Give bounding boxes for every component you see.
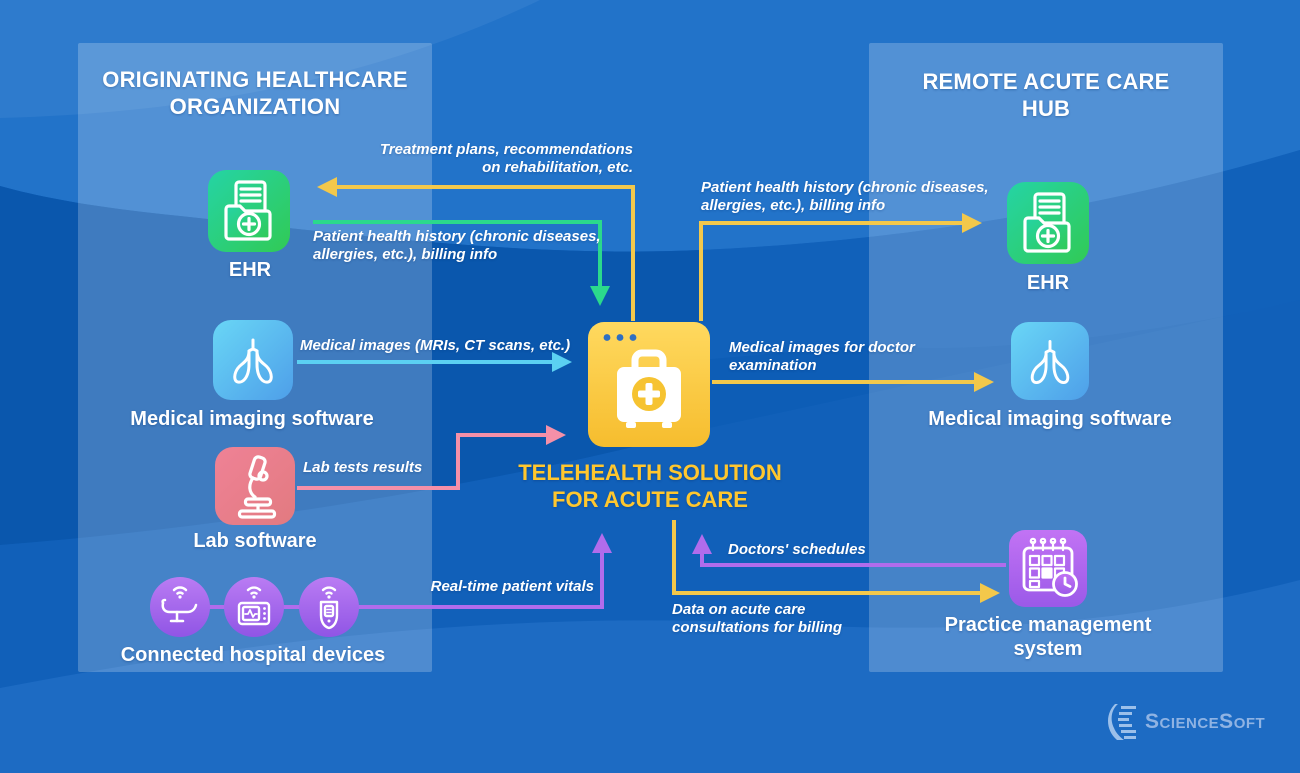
hospital-bed-icon	[150, 577, 210, 642]
ehr-left-label: EHR	[228, 259, 272, 281]
patient-monitor-icon	[224, 577, 284, 642]
ehr-remote-icon	[1007, 182, 1089, 269]
connected-devices-label: Connected hospital devices	[120, 644, 386, 666]
flow-label-patient-history-right: Patient health history (chronic diseases…	[701, 179, 989, 214]
arrow-treatment-plans	[317, 177, 635, 321]
arrow-billing-data	[672, 520, 1000, 603]
sciencesoft-logo: ScienceSoft	[1108, 703, 1265, 741]
practice-management-label: Practice management system	[944, 614, 1152, 660]
lab-software-icon	[215, 447, 295, 530]
sciencesoft-logo-icon	[1108, 704, 1136, 740]
ehr-right-label: EHR	[1026, 272, 1070, 294]
flow-label-doctors-schedules: Doctors' schedules	[728, 541, 866, 558]
pulse-oximeter-icon	[299, 577, 359, 642]
lab-software-label: Lab software	[193, 530, 317, 552]
medical-imaging-left-label: Medical imaging software	[130, 408, 374, 430]
right-panel-title: REMOTE ACUTE CARE HUB	[922, 69, 1170, 121]
flow-label-patient-history-left: Patient health history (chronic diseases…	[313, 228, 601, 263]
telehealth-title: TELEHEALTH SOLUTION FOR ACUTE CARE	[518, 460, 782, 512]
left-panel-title: ORIGINATING HEALTHCARE ORGANIZATION	[102, 67, 408, 119]
ehr-icon	[208, 170, 290, 257]
flow-label-medical-images-left: Medical images (MRIs, CT scans, etc.)	[300, 337, 571, 354]
arrow-doctors-schedules	[692, 534, 1006, 567]
medical-imaging-right-label: Medical imaging software	[928, 408, 1172, 430]
flow-label-lab-tests: Lab tests results	[303, 459, 423, 476]
arrow-lab-tests	[297, 425, 566, 490]
arrow-patient-history-right	[699, 213, 982, 321]
sciencesoft-brand-text: ScienceSoft	[1145, 710, 1266, 733]
medical-imaging-remote-icon	[1010, 322, 1090, 405]
calendar-schedule-icon	[1009, 530, 1087, 612]
medical-imaging-icon	[213, 320, 293, 405]
telehealth-app-icon	[588, 322, 710, 452]
arrow-patient-history-left	[313, 220, 610, 306]
flow-label-patient-vitals: Real-time patient vitals	[430, 578, 594, 595]
